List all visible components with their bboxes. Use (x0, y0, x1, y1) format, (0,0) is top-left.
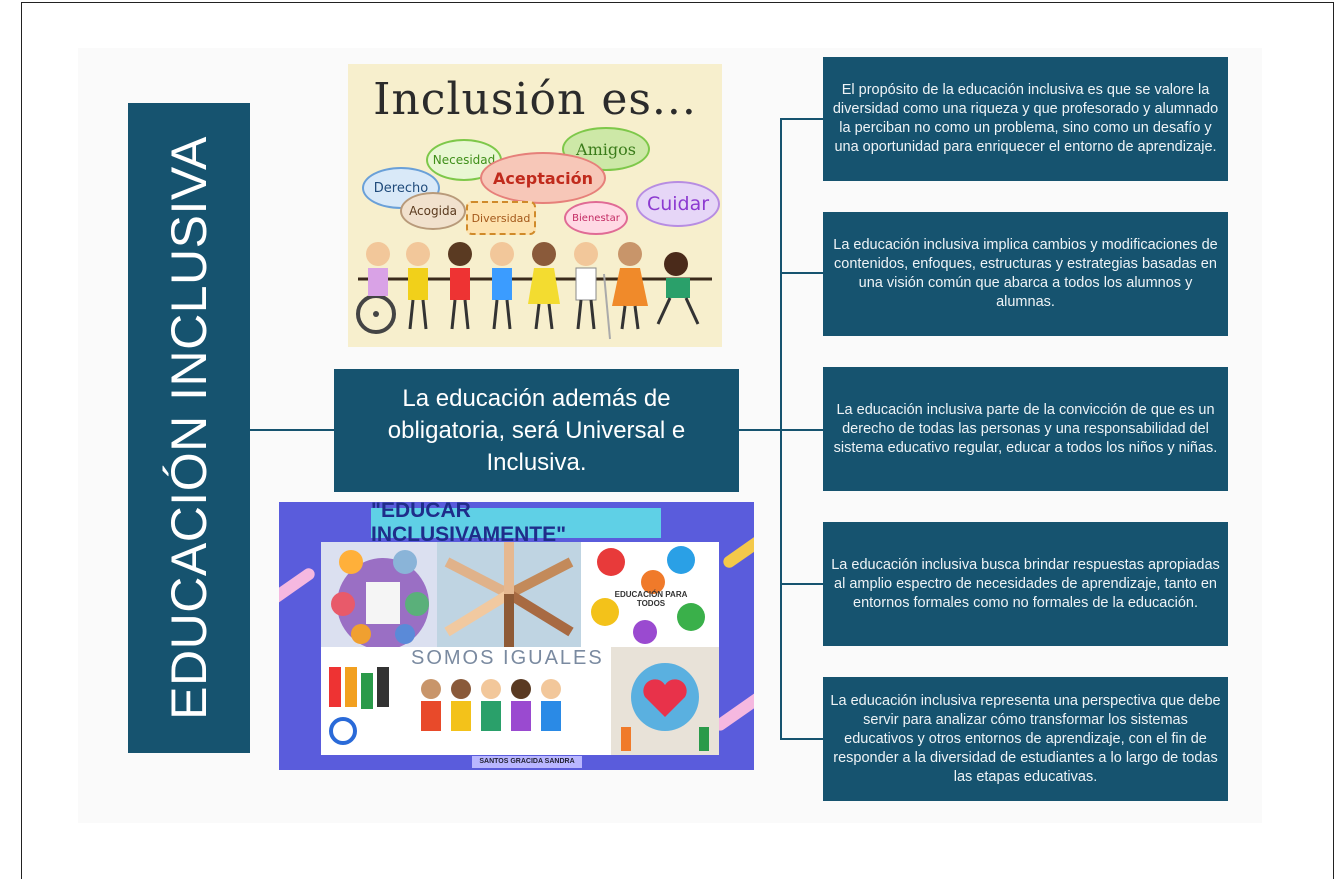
hands-caption: EDUCACIÓN PARA TODOS (614, 590, 688, 608)
collage-banner: "EDUCAR INCLUSIVAMENTE" (371, 502, 661, 546)
point-box-1: El propósito de la educación inclusiva e… (823, 57, 1228, 181)
diagram-title: EDUCACIÓN INCLUSIVA (161, 136, 217, 720)
point-box-2: La educación inclusiva implica cambios y… (823, 212, 1228, 336)
point-text-2: La educación inclusiva implica cambios y… (833, 237, 1218, 310)
page-frame (21, 2, 1334, 879)
somos-iguales-heading: SOMOS IGUALES (411, 647, 604, 669)
joined-hands-photo (437, 542, 581, 647)
word-bubble-necesidad: Necesidad (426, 139, 502, 181)
point-text-1: El propósito de la educación inclusiva e… (832, 82, 1219, 155)
connector-title-center (250, 429, 334, 431)
collage-credit: SANTOS GRACIDA SANDRA (472, 756, 582, 768)
word-bubble-diversidad: Diversidad (466, 201, 536, 235)
word-bubble-aceptacion: Aceptación (480, 152, 606, 204)
central-statement-box: La educación además de obligatoria, será… (334, 369, 739, 492)
word-bubble-cuidar: Cuidar (636, 181, 720, 227)
word-bubble-acogida: Acogida (400, 192, 466, 230)
point-text-4: La educación inclusiva busca brindar res… (831, 556, 1220, 611)
connector-branch-4 (780, 583, 823, 585)
people-figures-illustration (329, 667, 561, 745)
diversity-symbols-icon (331, 550, 429, 647)
heart-globe-icon (621, 663, 709, 751)
painted-hands-tile: EDUCACIÓN PARA TODOS (581, 542, 719, 647)
point-text-3: La educación inclusiva parte de la convi… (833, 401, 1218, 456)
decor-stripe (279, 565, 318, 611)
connector-branch-5 (780, 738, 823, 740)
connector-branch-3 (780, 429, 823, 431)
decor-stripe (720, 525, 754, 571)
inclusion-illustration: Inclusión es... Necesidad Amigos Derecho… (348, 64, 722, 347)
title-box: EDUCACIÓN INCLUSIVA (128, 103, 250, 753)
point-box-5: La educación inclusiva representa una pe… (823, 677, 1228, 801)
central-statement: La educación además de obligatoria, será… (387, 384, 686, 476)
wheelchair-icon (356, 294, 396, 334)
word-bubble-bienestar: Bienestar (564, 201, 628, 235)
point-box-4: La educación inclusiva busca brindar res… (823, 522, 1228, 646)
illustration-title: Inclusión es... (373, 74, 697, 125)
connector-branch-1 (780, 118, 823, 120)
point-text-5: La educación inclusiva representa una pe… (830, 692, 1221, 785)
connector-center-trunk (739, 429, 781, 431)
somos-iguales-tile: SOMOS IGUALES (321, 647, 611, 755)
children-holding-hands-illustration (356, 242, 712, 340)
connector-branch-2 (780, 272, 823, 274)
point-box-3: La educación inclusiva parte de la convi… (823, 367, 1228, 491)
heart-globe-tile (611, 647, 719, 755)
educar-inclusivamente-collage: "EDUCAR INCLUSIVAMENTE" (279, 502, 754, 770)
gender-icons-tile (321, 542, 437, 647)
wheelchair-icon (329, 717, 357, 745)
